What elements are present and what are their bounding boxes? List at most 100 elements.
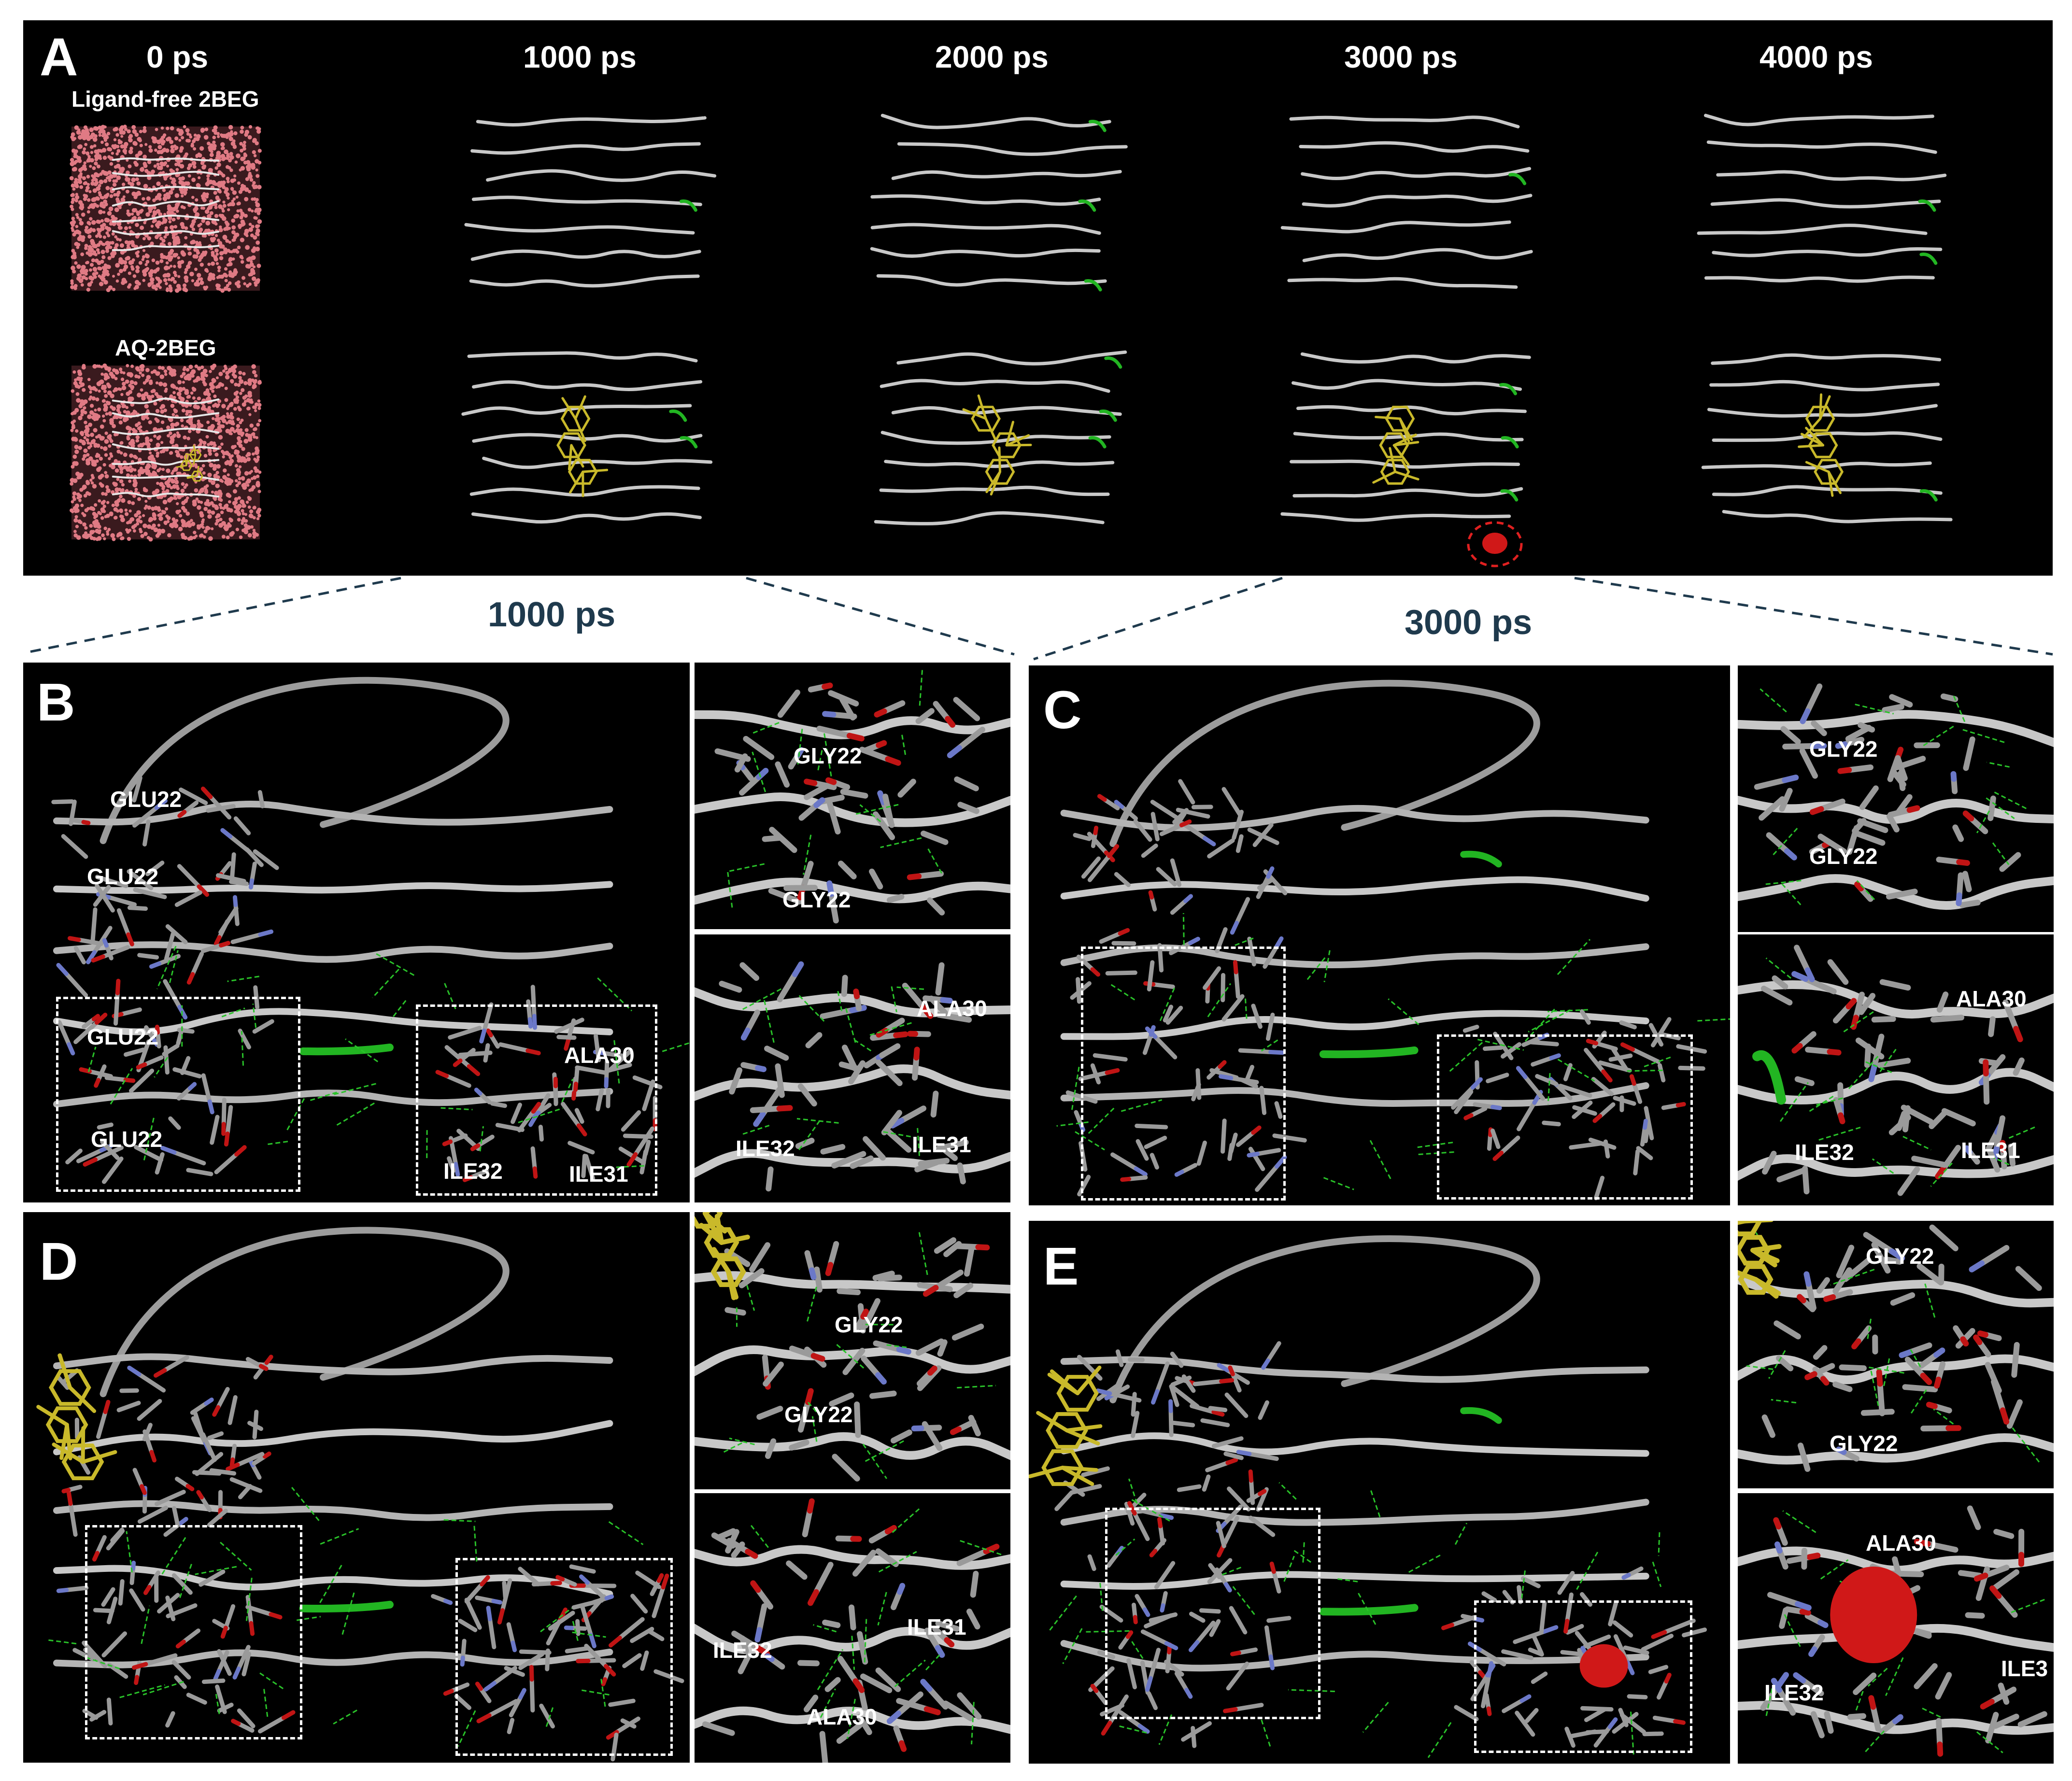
hydrogen-bond xyxy=(1697,1018,1730,1022)
water-molecule xyxy=(147,236,152,240)
water-molecule xyxy=(257,224,260,227)
nitrogen-atom xyxy=(1868,1064,1877,1082)
residue-stick xyxy=(177,864,201,889)
water-molecule xyxy=(177,275,181,278)
hydrogen-bond xyxy=(1962,729,2005,743)
residue-stick xyxy=(1202,1474,1211,1492)
residue-stick xyxy=(897,778,916,798)
nitrogen-atom xyxy=(753,1111,766,1127)
water-molecule xyxy=(70,282,74,285)
water-molecule xyxy=(251,184,255,187)
water-molecule xyxy=(96,186,101,191)
water-molecule xyxy=(72,251,77,255)
water-molecule xyxy=(98,210,103,214)
water-molecule xyxy=(93,182,98,186)
hydrogen-bond xyxy=(372,968,399,999)
water-molecule xyxy=(134,132,139,137)
residue-stick xyxy=(179,787,208,806)
residue-stick xyxy=(1155,1361,1170,1394)
water-molecule xyxy=(240,212,245,217)
hydrogen-bond xyxy=(927,848,943,875)
residue-stick xyxy=(766,1166,774,1192)
residue-stick xyxy=(841,975,848,997)
water-molecule xyxy=(174,193,180,198)
water-molecule xyxy=(131,267,135,271)
nitrogen-atom xyxy=(1808,1646,1817,1657)
water-molecule xyxy=(206,214,212,219)
water-molecule xyxy=(251,165,255,170)
oxygen-atom xyxy=(1851,1338,1861,1350)
oxygen-atom xyxy=(212,1405,221,1417)
hydrogen-bond xyxy=(1427,1722,1452,1758)
hydrogen-bond xyxy=(750,1525,771,1551)
water-molecule xyxy=(103,148,106,152)
residue-stick xyxy=(1897,770,1906,792)
residue-stick xyxy=(819,1731,828,1763)
water-molecule xyxy=(132,141,137,146)
water-molecule xyxy=(218,204,223,209)
water-molecule xyxy=(232,238,236,242)
water-molecule xyxy=(82,150,86,155)
residue-stick xyxy=(863,1136,886,1161)
oxygen-atom xyxy=(229,1457,235,1468)
water-molecule xyxy=(213,191,217,195)
water-molecule xyxy=(224,190,228,194)
water-molecule xyxy=(168,215,172,220)
residue-stick xyxy=(890,1429,912,1443)
water-molecule xyxy=(112,251,117,256)
water-molecule xyxy=(85,188,89,193)
oxygen-atom xyxy=(1090,1683,1099,1693)
water-molecule xyxy=(128,138,133,143)
residue-stick xyxy=(90,907,98,943)
water-molecule xyxy=(114,235,117,239)
water-molecule xyxy=(189,271,194,277)
residue-stick xyxy=(856,1631,868,1665)
residue-stick xyxy=(233,903,240,926)
residue-stick xyxy=(1208,1406,1228,1413)
oxygen-atom xyxy=(258,1364,269,1371)
hydrogen-bond xyxy=(1261,1719,1272,1749)
oxygen-atom xyxy=(1827,1048,1842,1056)
nitrogen-atom xyxy=(935,1645,945,1658)
water-molecule xyxy=(235,250,240,254)
water-molecule xyxy=(102,211,106,214)
water-molecule xyxy=(211,180,216,185)
residue-stick xyxy=(1200,1418,1230,1428)
hydrogen-bond xyxy=(320,1528,359,1545)
water-molecule xyxy=(234,282,239,286)
nitrogen-atom xyxy=(1151,1389,1160,1405)
water-molecule xyxy=(99,179,104,184)
water-molecule xyxy=(194,282,199,287)
hydrogen-bond xyxy=(333,1709,357,1725)
nitrogen-atom xyxy=(755,1065,767,1073)
water-molecule xyxy=(116,175,121,180)
water-molecule xyxy=(125,170,130,175)
zoom-box xyxy=(56,997,300,1192)
water-molecule xyxy=(165,148,170,153)
oxygen-atom xyxy=(1973,1572,1988,1582)
water-molecule xyxy=(214,214,219,218)
water-molecule xyxy=(181,252,186,257)
water-molecule xyxy=(150,271,154,274)
water-molecule xyxy=(255,168,258,172)
water-molecule xyxy=(136,250,140,254)
water-molecule xyxy=(98,133,102,137)
hydrogen-bond xyxy=(608,1521,644,1545)
water-molecule xyxy=(255,159,259,164)
residue-stick xyxy=(1782,743,1816,749)
water-molecule xyxy=(191,222,195,226)
water-molecule xyxy=(219,225,222,229)
residue-stick xyxy=(1935,1672,1952,1700)
water-molecule xyxy=(91,220,96,225)
water-molecule xyxy=(129,182,135,187)
residue-label: ALA30 xyxy=(917,996,987,1021)
water-molecule xyxy=(84,142,88,146)
residue-stick xyxy=(930,1090,939,1118)
residue-stick xyxy=(1111,941,1136,946)
water-molecule xyxy=(166,272,171,278)
water-molecule xyxy=(90,281,93,284)
residue-stick xyxy=(1962,871,1972,892)
residue-stick xyxy=(1462,1024,1479,1033)
water-molecule xyxy=(245,177,249,181)
water-molecule xyxy=(70,158,74,162)
